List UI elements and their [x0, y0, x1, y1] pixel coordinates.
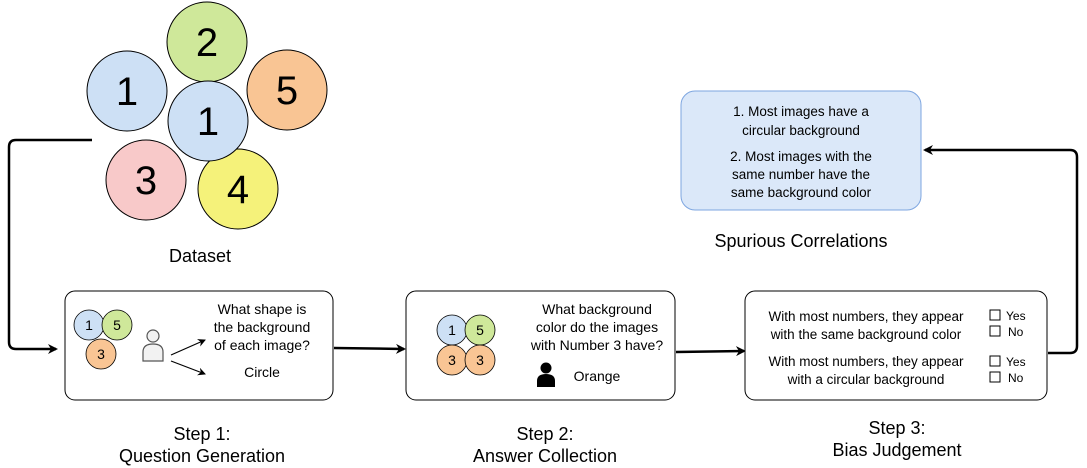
step1-to-step2-arrow: [333, 343, 406, 354]
correlation-item-line: 2. Most images with the: [730, 149, 872, 164]
dataset-circle-blue: [86, 50, 168, 132]
step2-question-line: color do the images: [536, 319, 658, 335]
step3-to-correlations-arrow: [923, 145, 1079, 355]
step3-statement2-line: with a circular background: [787, 372, 945, 387]
dataset-number: 4: [227, 168, 249, 212]
step3-q1-no-label: No: [1008, 325, 1024, 339]
dataset-number: 5: [276, 69, 298, 113]
dataset-number: 1: [116, 70, 138, 114]
dataset-to-step1-arrow: [7, 138, 92, 354]
person-outline-icon: [142, 329, 164, 362]
step1-answer-arrow: [170, 360, 206, 376]
step2-answer: Orange: [574, 368, 621, 384]
step2-caption-title: Step 2:: [516, 424, 573, 444]
step3-frame: [744, 290, 1048, 401]
step1-question-arrow: [170, 339, 206, 356]
dataset-circle-orange: [246, 49, 328, 131]
dataset-circle-yellow: [197, 148, 279, 230]
step1-number: 5: [113, 317, 121, 333]
dataset-label: Dataset: [169, 246, 231, 266]
step1-question-line: the background: [214, 319, 311, 335]
step1-caption-subtitle: Question Generation: [119, 446, 285, 466]
step2-number: 3: [448, 352, 456, 368]
dataset-circle-center: [167, 80, 249, 162]
person-filled-icon: [537, 362, 555, 387]
step3-q1-yes-label: Yes: [1006, 309, 1026, 323]
step3-box: With most numbers, they appear with the …: [744, 290, 1048, 401]
step1-answer: Circle: [244, 364, 280, 380]
correlation-item-line: same background color: [731, 185, 872, 200]
step3-statement1-line: with the same background color: [770, 327, 962, 342]
step3-q2-no-label: No: [1008, 371, 1024, 385]
dataset-number: 2: [196, 21, 218, 65]
dataset-number: 3: [135, 159, 157, 203]
step3-q2-no-checkbox[interactable]: [989, 371, 1001, 383]
correlation-item-line: same number have the: [732, 167, 870, 182]
step2-number: 1: [448, 322, 456, 338]
step2-caption-subtitle: Answer Collection: [473, 446, 617, 466]
dataset-cluster: 2 1 5 3 4 1 Dataset: [86, 1, 328, 266]
correlations-label: Spurious Correlations: [714, 231, 887, 251]
step2-question-line: with Number 3 have?: [530, 337, 664, 353]
correlations-frame: [680, 90, 922, 211]
step3-q2-yes-checkbox[interactable]: [989, 355, 1001, 367]
step3-caption-subtitle: Bias Judgement: [832, 440, 961, 460]
step3-q1-yes-checkbox[interactable]: [989, 309, 1001, 321]
step2-to-step3-arrow: [675, 346, 746, 357]
step2-circle-orange: [464, 344, 496, 376]
step2-number: 3: [476, 352, 484, 368]
step1-question-line: of each image?: [214, 337, 310, 353]
correlations-box: 1. Most images have a circular backgroun…: [680, 90, 922, 211]
step2-question-line: What background: [542, 301, 652, 317]
step2-box: 1 5 3 3 What background color do the ima…: [405, 290, 676, 401]
step2-number: 5: [476, 322, 484, 338]
step1-box: 1 5 3 What shape is the background of ea…: [64, 290, 334, 401]
step3-q1-no-checkbox[interactable]: [989, 325, 1001, 337]
step3-statement2-line: With most numbers, they appear: [768, 354, 964, 369]
dataset-circle-pink: [105, 139, 187, 221]
dataset-number: 1: [197, 100, 219, 144]
step3-caption-title: Step 3:: [868, 418, 925, 438]
step1-circle-green: [101, 309, 133, 341]
correlation-item-line: circular background: [742, 123, 860, 138]
step1-caption-title: Step 1:: [173, 424, 230, 444]
step3-statement1-line: With most numbers, they appear: [768, 309, 964, 324]
correlation-item-line: 1. Most images have a: [733, 104, 869, 119]
step1-circle-orange: [85, 338, 117, 370]
step1-question-line: What shape is: [218, 301, 307, 317]
step1-number: 1: [85, 317, 93, 333]
step1-number: 3: [97, 346, 105, 362]
step3-q2-yes-label: Yes: [1006, 355, 1026, 369]
